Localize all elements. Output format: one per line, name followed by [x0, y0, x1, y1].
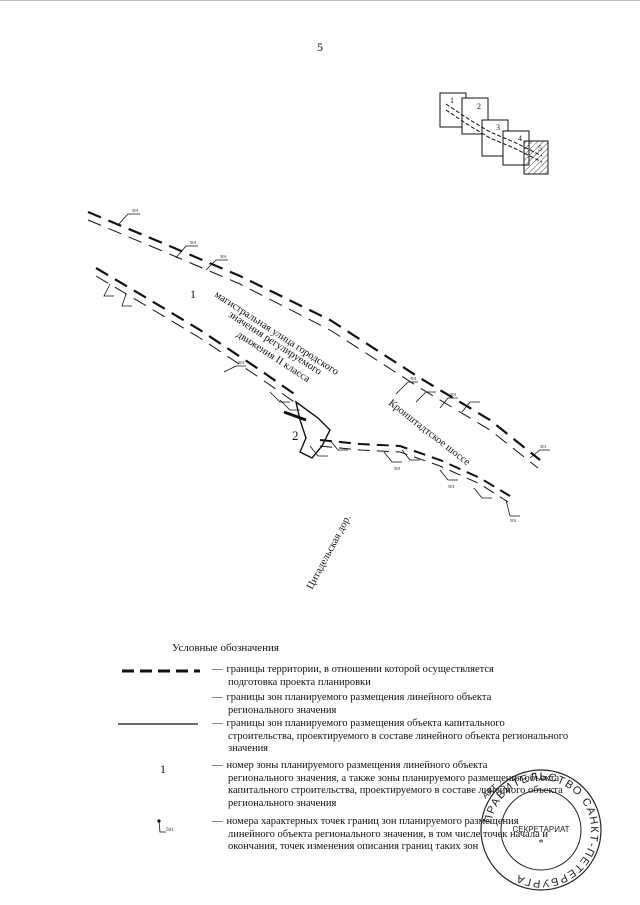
point-label: 501	[238, 360, 245, 365]
territory-boundary-kronshtadt	[319, 439, 511, 497]
stamp-star-icon: *	[539, 838, 544, 849]
key-map-label-1: 1	[450, 96, 454, 105]
legend-item-text-cont: подготовка проекта планировки	[228, 676, 371, 688]
key-map-label-3: 3	[496, 123, 500, 132]
legend-title: Условные обозначения	[172, 642, 279, 654]
territory-boundary-upper-inner	[87, 219, 539, 469]
zone-2-pointer	[283, 410, 307, 422]
legend-symbol-point	[157, 819, 166, 833]
page-number: 5	[317, 40, 323, 54]
point-marker-labels: 501 501 501 501 501 501 501 501 501 501	[132, 208, 547, 523]
point-markers	[103, 213, 550, 517]
legend-item-text: номер зоны планируемого размещения линей…	[226, 760, 488, 771]
legend-item-text-cont: строительства, проектируемого в составе …	[228, 730, 569, 755]
key-map	[439, 92, 549, 175]
legend-symbol-solid	[118, 723, 198, 725]
legend-item-text: номера характерных точек границ зон план…	[226, 816, 519, 827]
legend-item-text: границы территории, в отношении которой …	[226, 664, 494, 675]
legend-item-text: границы зон планируемого размещения лине…	[226, 692, 492, 703]
legend-symbol-zone-number: 1	[160, 762, 166, 776]
key-map-route-2	[445, 109, 543, 163]
territory-boundary-kronshtadt-inner	[319, 445, 509, 503]
point-label: 501	[410, 376, 417, 381]
legend-item-text: границы зон планируемого размещения объе…	[226, 718, 505, 729]
point-label: 501	[510, 518, 517, 523]
stamp-inner-ring	[500, 789, 582, 871]
map-drawing: 1 2 3 4 5 501 501 501	[87, 92, 550, 591]
zone-label-1: 1	[190, 287, 196, 301]
territory-boundary-lower-inner	[95, 275, 301, 407]
top-edge-line	[0, 0, 640, 1]
street-citadel: Цитадельская дор.	[305, 513, 354, 591]
legend-item-text-cont: линейного объекта регионального значения…	[228, 828, 549, 853]
legend-symbol-point-label: 501	[166, 828, 174, 833]
key-map-label-2: 2	[477, 102, 481, 111]
zone-2-boundary	[294, 400, 331, 459]
street-kronshtadt: Кронштадтское шоссе	[386, 398, 472, 469]
key-map-label-5: 5	[538, 144, 542, 153]
street-label-kronshtadt: Кронштадтское шоссе	[386, 398, 472, 469]
territory-boundary-lower	[95, 267, 301, 399]
point-label: 501	[448, 484, 455, 489]
legend-symbol-thick-dashed	[122, 669, 200, 673]
legend-item-text-cont: регионального значения	[228, 704, 337, 716]
point-label: 501	[190, 240, 197, 245]
point-label: 501	[132, 208, 139, 213]
street-label-citadel: Цитадельская дор.	[305, 513, 354, 591]
legend-item-text-cont: регионального значения, а также зоны пла…	[228, 772, 563, 809]
territory-boundary-upper	[87, 210, 541, 461]
point-label: 501	[220, 254, 227, 259]
key-map-label-4: 4	[518, 134, 522, 143]
stamp-outer-ring	[480, 769, 602, 891]
official-stamp: ПРАВИТЕЛЬСТВО САНКТ-ПЕТЕРБУРГА АКТ СЕКРЕ…	[480, 769, 602, 891]
key-map-route	[445, 103, 543, 157]
point-label: 501	[540, 444, 547, 449]
point-label: 501	[450, 392, 457, 397]
stamp-center-text: СЕКРЕТАРИАТ	[512, 825, 569, 834]
zone-label-2: 2	[292, 428, 299, 443]
key-map-zone-5-frame	[523, 140, 549, 175]
point-label: 501	[394, 466, 401, 471]
